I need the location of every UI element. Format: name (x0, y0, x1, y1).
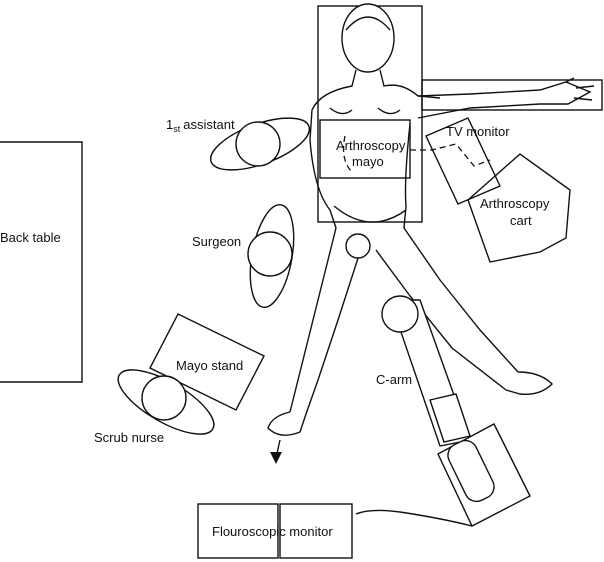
c-arm-joint (429, 393, 471, 443)
surgeon-label: Surgeon (192, 234, 241, 249)
surgeon-head (247, 231, 293, 277)
scrub-nurse-label: Scrub nurse (94, 430, 164, 445)
patient-left-shoulder (309, 69, 357, 141)
patient-chest (329, 107, 401, 115)
patient-right-leg-inner (375, 249, 507, 391)
patient-right-shoulder (379, 69, 441, 99)
c-arm-label: C-arm (376, 372, 412, 387)
arthroscopy-mayo-label-line2: mayo (352, 154, 384, 169)
patient-arm (417, 81, 592, 119)
arthroscopy-mayo-label-line1: Arthroscopy (336, 138, 406, 153)
first-assistant-label-num: 1 (166, 117, 173, 132)
patient-right-flank (403, 123, 411, 229)
first-assistant-head (235, 121, 281, 167)
arm-board (421, 79, 603, 111)
first-assistant-label-sup: st (173, 124, 181, 134)
patient-left-flank (309, 139, 337, 229)
c-arm-base-slot (447, 439, 495, 503)
patient-left-leg-inner (305, 251, 361, 415)
flouroscopic-monitor-left (197, 503, 279, 559)
patient-left-foot (267, 411, 307, 436)
flouroscopic-monitor-label: Flouroscopic monitor (212, 524, 333, 539)
tv-cable-dash (410, 143, 491, 167)
scrub-nurse-head (141, 375, 187, 421)
scrub-nurse: Scrub nurse (94, 369, 215, 445)
flouroscopic-monitor-right (279, 503, 353, 559)
c-arm-head (381, 295, 419, 333)
arthroscopy-cart-label-line2: cart (510, 213, 532, 228)
patient-left-leg-outer (289, 227, 337, 413)
groin-marker (345, 233, 371, 259)
direction-arrow (270, 439, 282, 464)
patient-right-foot (505, 371, 553, 395)
c-arm-cable (355, 509, 473, 527)
arthroscopy-cart-label-line1: Arthroscopy (480, 196, 550, 211)
c-arm: C-arm (376, 295, 531, 527)
mayo-cable-dash (342, 135, 353, 173)
mayo-stand-label: Mayo stand (176, 358, 243, 373)
patient-right-leg-outer (403, 227, 519, 373)
arthroscopy-mayo (319, 119, 411, 179)
first-assistant-label-word: assistant (183, 117, 235, 132)
tv-monitor-label: TV monitor (446, 124, 510, 139)
patient-head (341, 3, 395, 73)
patient-hips (333, 205, 407, 223)
arthroscopy-cart (467, 153, 571, 263)
back-table (0, 141, 83, 383)
back-table-label: Back table (0, 230, 61, 245)
surgeon: Surgeon (192, 203, 295, 309)
patient-hair (345, 16, 391, 31)
patient (267, 3, 595, 436)
mayo-stand (149, 313, 265, 411)
tv-monitor (425, 117, 501, 205)
patient-hand (565, 77, 595, 101)
